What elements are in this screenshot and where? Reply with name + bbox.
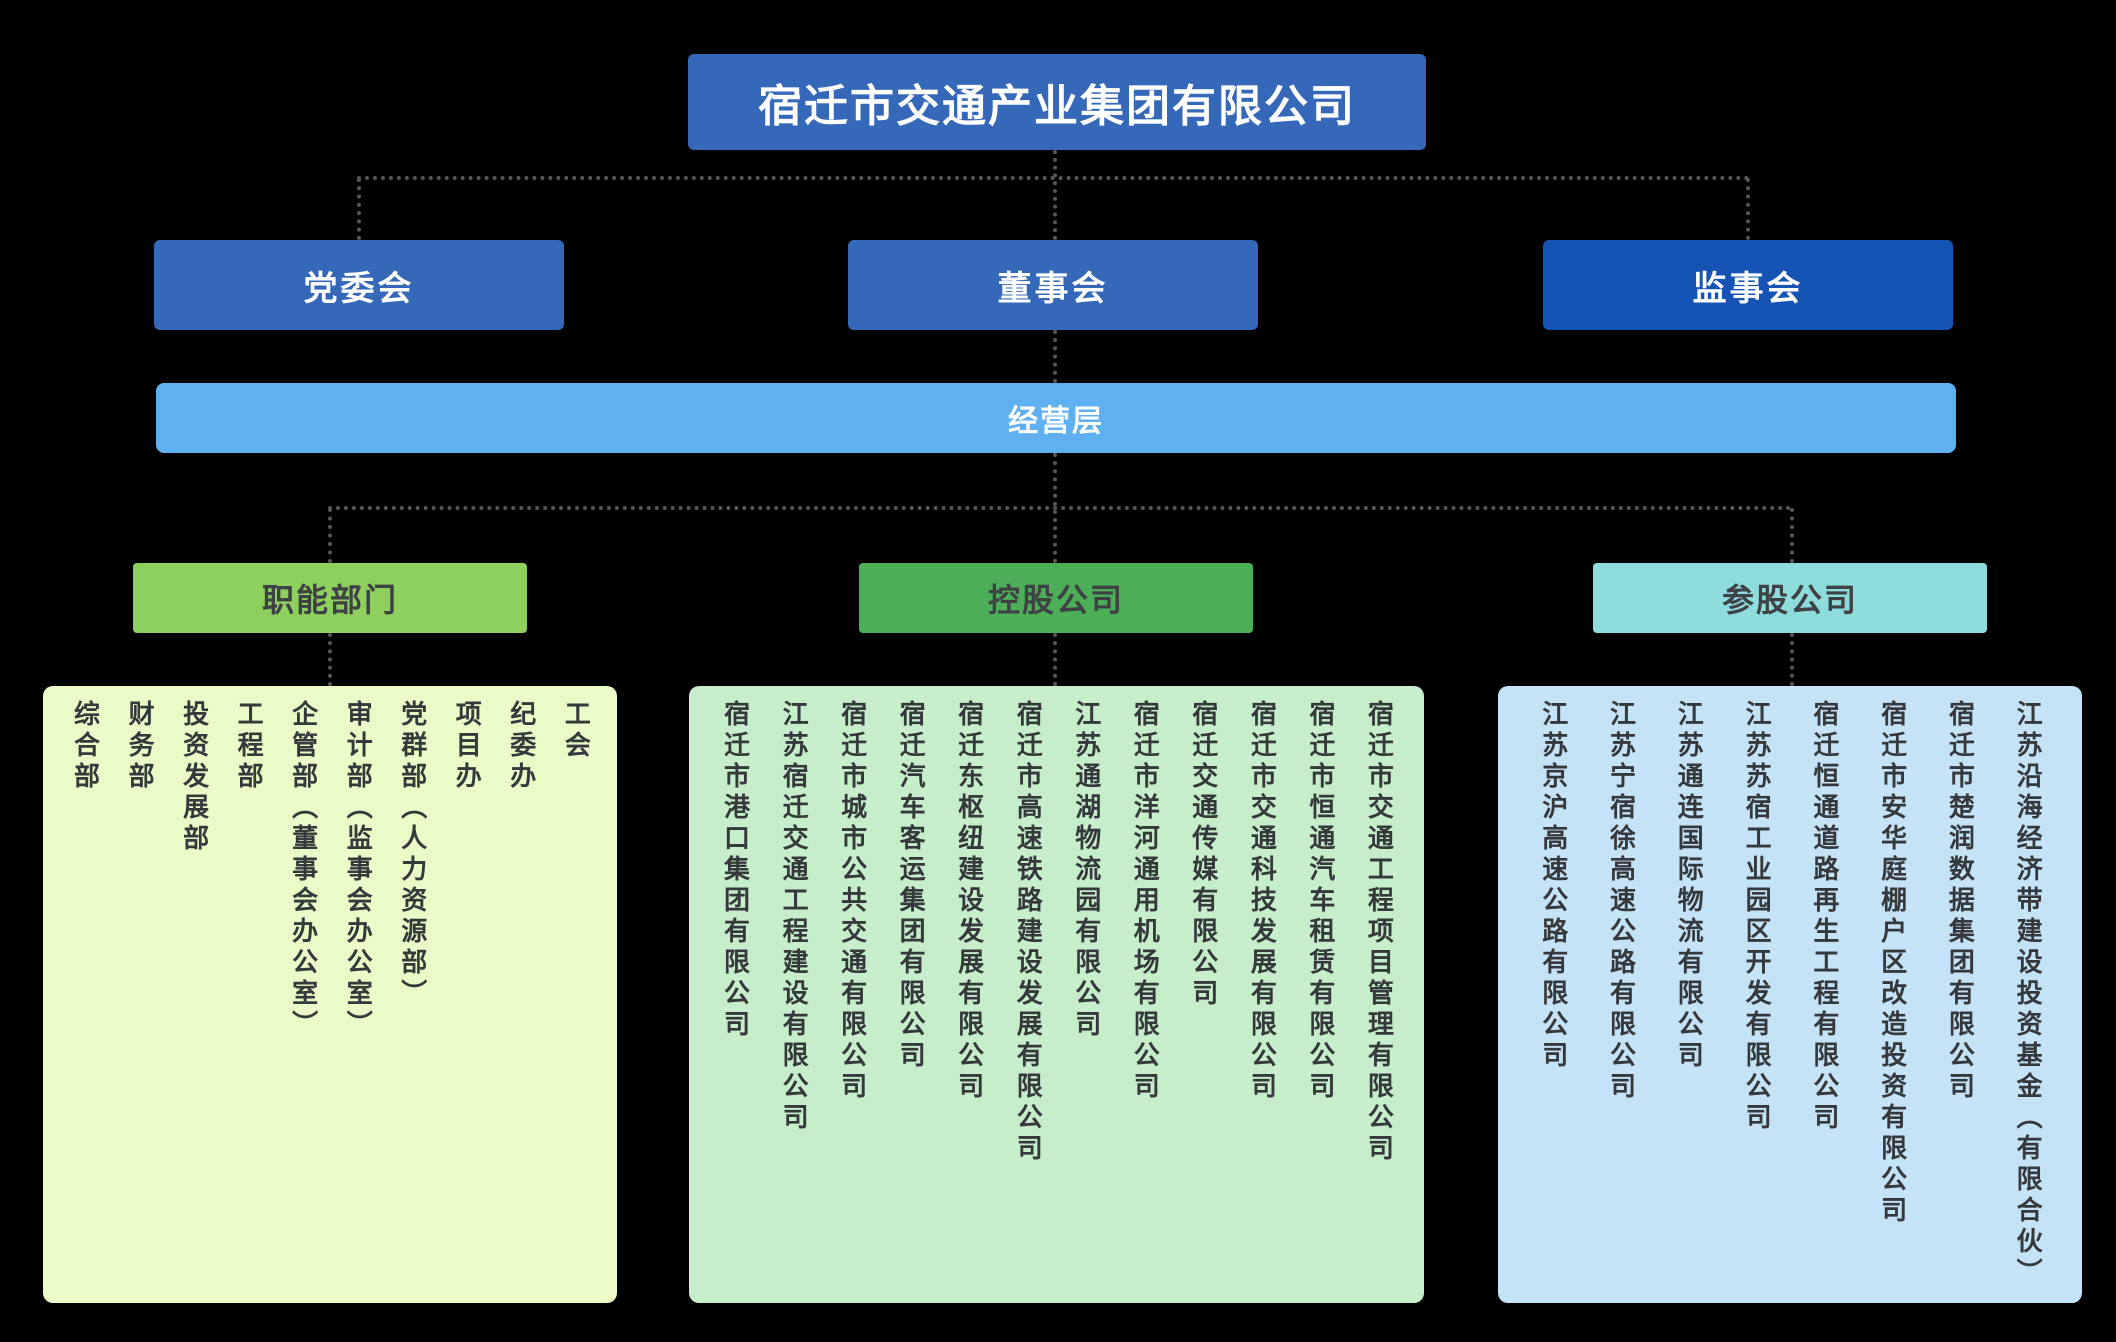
connector-governance-horizontal-line	[357, 176, 1750, 180]
org-item: 财务部	[124, 700, 155, 793]
functional-departments-label: 职能部门	[261, 581, 398, 619]
org-item: 党群部（人力资源部）	[396, 700, 427, 1010]
holding-companies-panel: 宿迁市港口集团有限公司江苏宿迁交通工程建设有限公司宿迁市城市公共交通有限公司宿迁…	[689, 686, 1424, 1303]
holding-companies-header: 控股公司	[859, 563, 1253, 633]
org-item: 投资发展部	[178, 700, 209, 855]
org-item: 宿迁东枢纽建设发展有限公司	[953, 700, 984, 1103]
org-item: 审计部（监事会办公室）	[342, 700, 373, 1041]
org-item: 江苏京沪高速公路有限公司	[1537, 700, 1568, 1072]
connector-board-to-management-line	[1053, 330, 1057, 383]
board-of-directors-box: 董事会	[848, 240, 1258, 330]
org-item: 宿迁市楚润数据集团有限公司	[1944, 700, 1975, 1103]
connector-root-vertical-line	[1053, 150, 1057, 240]
org-item: 宿迁市安华庭棚户区改造投资有限公司	[1876, 700, 1907, 1227]
management-layer-bar: 经营层	[156, 383, 1956, 453]
org-item: 纪委办	[505, 700, 536, 793]
connector-holding-panel-line	[1053, 633, 1057, 686]
org-item: 宿迁汽车客运集团有限公司	[895, 700, 926, 1072]
participating-companies-header: 参股公司	[1593, 563, 1987, 633]
org-item: 宿迁市交通科技发展有限公司	[1246, 700, 1277, 1103]
supervisory-board-label: 监事会	[1692, 268, 1804, 309]
connector-participating-panel-line	[1790, 633, 1794, 686]
party-committee-box: 党委会	[154, 240, 564, 330]
root-company-label: 宿迁市交通产业集团有限公司	[758, 81, 1356, 132]
participating-companies-panel: 江苏京沪高速公路有限公司 江苏宁宿徐高速公路有限公司 江苏通连国际物流有限公司 江苏苏…	[1498, 686, 2082, 1303]
org-item: 工程部	[233, 700, 264, 793]
supervisory-board-box: 监事会	[1543, 240, 1953, 330]
org-item: 宿迁市港口集团有限公司	[719, 700, 750, 1041]
party-committee-label: 党委会	[303, 268, 415, 309]
org-item: 综合部	[69, 700, 100, 793]
org-item: 江苏通湖物流园有限公司	[1070, 700, 1101, 1041]
connector-supervisory-drop-line	[1746, 178, 1750, 240]
org-item: 江苏通连国际物流有限公司	[1673, 700, 1704, 1072]
org-item: 江苏宁宿徐高速公路有限公司	[1605, 700, 1636, 1103]
org-item: 江苏宿迁交通工程建设有限公司	[778, 700, 809, 1134]
org-item: 工会	[560, 700, 591, 762]
org-item: 宿迁市洋河通用机场有限公司	[1129, 700, 1160, 1103]
org-item: 项目办	[451, 700, 482, 793]
management-layer-label: 经营层	[1008, 404, 1104, 439]
org-item: 宿迁市交通工程项目管理有限公司	[1363, 700, 1394, 1165]
connector-functional-panel-line	[328, 633, 332, 686]
functional-departments-panel: 综合部财务部投资发展部工程部企管部（董事会办公室） 审计部（监事会办公室） 党群部（…	[43, 686, 617, 1303]
holding-companies-label: 控股公司	[987, 581, 1124, 619]
connector-groups-horizontal-line	[328, 506, 1792, 510]
org-item: 宿迁市恒通汽车租赁有限公司	[1304, 700, 1335, 1103]
org-item: 企管部（董事会办公室）	[287, 700, 318, 1041]
org-item: 江苏沿海经济带建设投资基金（有限合伙）	[2012, 700, 2043, 1289]
board-of-directors-label: 董事会	[997, 268, 1109, 309]
org-item: 宿迁市城市公共交通有限公司	[836, 700, 867, 1103]
connector-party-drop-line	[357, 178, 361, 240]
functional-departments-header: 职能部门	[133, 563, 527, 633]
participating-companies-label: 参股公司	[1721, 581, 1858, 619]
connector-functional-drop-line	[328, 508, 332, 563]
org-item: 江苏苏宿工业园区开发有限公司	[1741, 700, 1772, 1134]
org-item: 宿迁市高速铁路建设发展有限公司	[1012, 700, 1043, 1165]
org-item: 宿迁交通传媒有限公司	[1187, 700, 1218, 1010]
connector-participating-drop-line	[1790, 508, 1794, 563]
root-company-box: 宿迁市交通产业集团有限公司	[688, 54, 1426, 150]
org-item: 宿迁恒通道路再生工程有限公司	[1808, 700, 1839, 1134]
